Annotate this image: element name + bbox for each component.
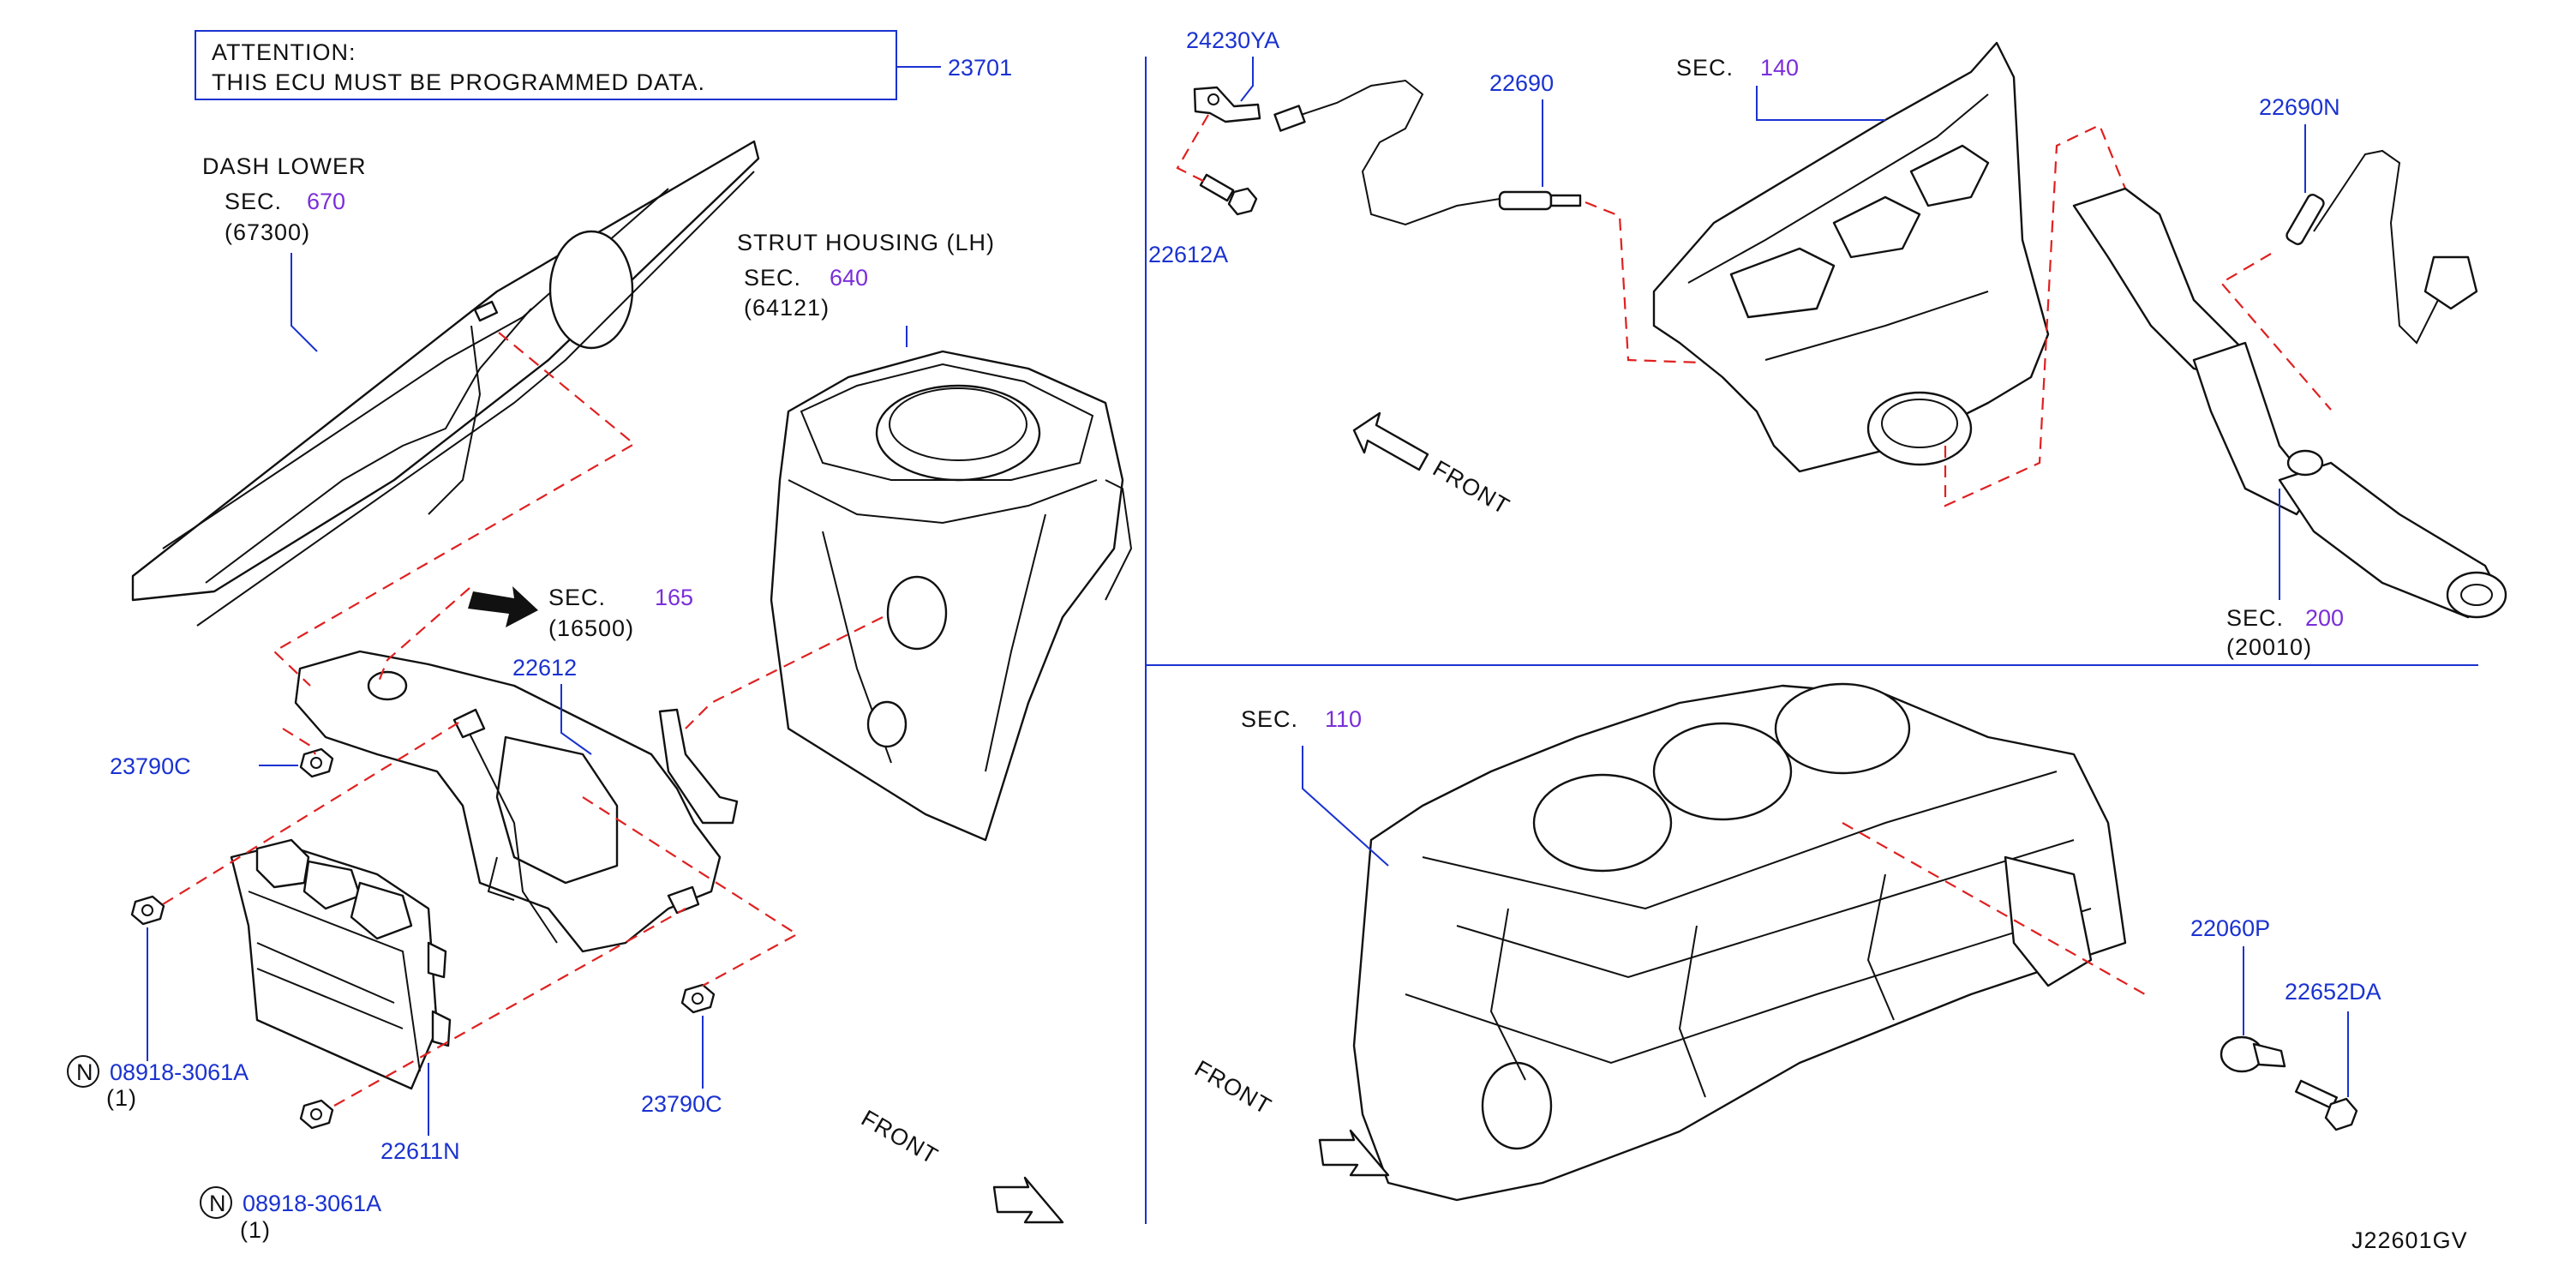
attention-heading: ATTENTION: — [212, 39, 356, 65]
part-number-22612a[interactable]: 22612A — [1148, 242, 1228, 267]
front-label-left: FRONT — [857, 1105, 943, 1169]
sec165-sec-word: SEC. — [548, 585, 606, 610]
ecu-bracket — [294, 650, 739, 953]
sec200-sec-word: SEC. — [2226, 605, 2284, 631]
strut-housing — [770, 350, 1133, 842]
nut-symbol-bottom: N — [209, 1191, 227, 1216]
dash-line-dash-to-bracket — [273, 332, 636, 687]
nut-08918-top — [130, 895, 165, 926]
sec110-sec-word: SEC. — [1241, 706, 1298, 732]
dash-line-24230ya — [1176, 114, 1209, 183]
bracket-leader — [560, 684, 592, 755]
dash-lower-leader — [291, 253, 318, 352]
dash-lower-sec-word: SEC. — [225, 189, 282, 214]
strut-housing-sec-number[interactable]: 640 — [830, 265, 868, 291]
o2-sensor-22690n — [2285, 149, 2478, 345]
part-number-23701[interactable]: 23701 — [948, 55, 1012, 81]
dash-lower-panel — [131, 140, 760, 627]
24230ya-leader — [1240, 57, 1254, 102]
part-number-22612[interactable]: 22612 — [512, 655, 577, 681]
attention-box — [195, 30, 897, 100]
dash-line-22690 — [1585, 201, 1852, 404]
nut-23790c-left — [299, 747, 334, 778]
strut-housing-sec-word: SEC. — [744, 265, 801, 291]
quantity-08918-bottom: (1) — [240, 1217, 271, 1243]
bracket-24230ya — [1193, 86, 1261, 123]
dash-line-strut — [685, 616, 884, 729]
part-number-23790c-right[interactable]: 23790C — [641, 1091, 722, 1117]
sec140-sec-word: SEC. — [1676, 55, 1734, 81]
dash-lower-label: DASH LOWER — [202, 153, 367, 179]
sec110-sec-number[interactable]: 110 — [1325, 706, 1362, 732]
part-number-23790c-left[interactable]: 23790C — [110, 753, 191, 779]
quantity-08918-top: (1) — [106, 1085, 137, 1111]
nut-symbol-bottom-circle — [200, 1186, 232, 1219]
o2-sensor-22690 — [1273, 79, 1582, 226]
sec165-sub-number: (16500) — [548, 615, 634, 641]
attention-message: THIS ECU MUST BE PROGRAMMED DATA. — [212, 69, 705, 95]
dash-line-22690n — [2220, 253, 2332, 411]
cylinder-block — [1352, 682, 2127, 1202]
dash-line-nut-right — [582, 796, 800, 987]
bolt-22652da — [2294, 1079, 2358, 1131]
sec165-sec-number[interactable]: 165 — [655, 585, 693, 610]
strut-housing-sub-number: (64121) — [744, 295, 830, 321]
sec200-sec-number[interactable]: 200 — [2305, 605, 2344, 631]
attention-note: ATTENTION: THIS ECU MUST BE PROGRAMMED D… — [195, 30, 1012, 100]
front-arrow-bottom-icon — [1318, 1129, 1390, 1177]
front-label-top: FRONT — [1429, 455, 1514, 519]
part-number-08918-bottom[interactable]: 08918-3061A — [243, 1191, 381, 1216]
part-number-24230ya[interactable]: 24230YA — [1186, 27, 1279, 53]
diagram-code: J22601GV — [2351, 1227, 2468, 1253]
strut-housing-label: STRUT HOUSING (LH) — [737, 230, 995, 255]
nut-23790c-right — [680, 983, 716, 1014]
bolt-22612a — [1199, 173, 1258, 216]
ecu-module — [230, 838, 452, 1090]
front-arrow-left-icon — [992, 1176, 1064, 1224]
dash-line-manifold — [1944, 123, 2127, 507]
dash-lower-sub-number: (67300) — [225, 219, 310, 245]
part-number-08918-top[interactable]: 08918-3061A — [110, 1059, 249, 1085]
nut-symbol-top: N — [76, 1059, 94, 1085]
dash-line-sec165 — [375, 587, 470, 687]
nut-symbol-top-circle — [67, 1055, 99, 1088]
part-number-22690n[interactable]: 22690N — [2259, 94, 2340, 120]
dash-lower-sec-number[interactable]: 670 — [307, 189, 345, 214]
sec200-sub-number: (20010) — [2226, 634, 2312, 660]
sec140-leader — [1756, 86, 1885, 121]
nut-08918-bottom — [299, 1099, 334, 1130]
sec140-sec-number[interactable]: 140 — [1760, 55, 1799, 81]
front-arrow-top-icon — [1352, 411, 1429, 471]
dash-line-nut-left — [282, 728, 316, 755]
sec165-arrow-icon — [468, 586, 538, 627]
knock-sensor-22060p — [2220, 1035, 2286, 1073]
part-number-22611n[interactable]: 22611N — [380, 1138, 460, 1164]
sec110-leader — [1302, 746, 1389, 867]
front-label-bottom: FRONT — [1190, 1055, 1276, 1119]
part-number-22690[interactable]: 22690 — [1489, 70, 1554, 96]
part-number-22060p[interactable]: 22060P — [2190, 915, 2270, 941]
part-number-22652da[interactable]: 22652DA — [2285, 979, 2381, 1005]
exhaust-manifold — [1652, 41, 2050, 473]
catalytic-converter — [2072, 187, 2507, 619]
dash-line-nut-bottom — [333, 908, 686, 1107]
